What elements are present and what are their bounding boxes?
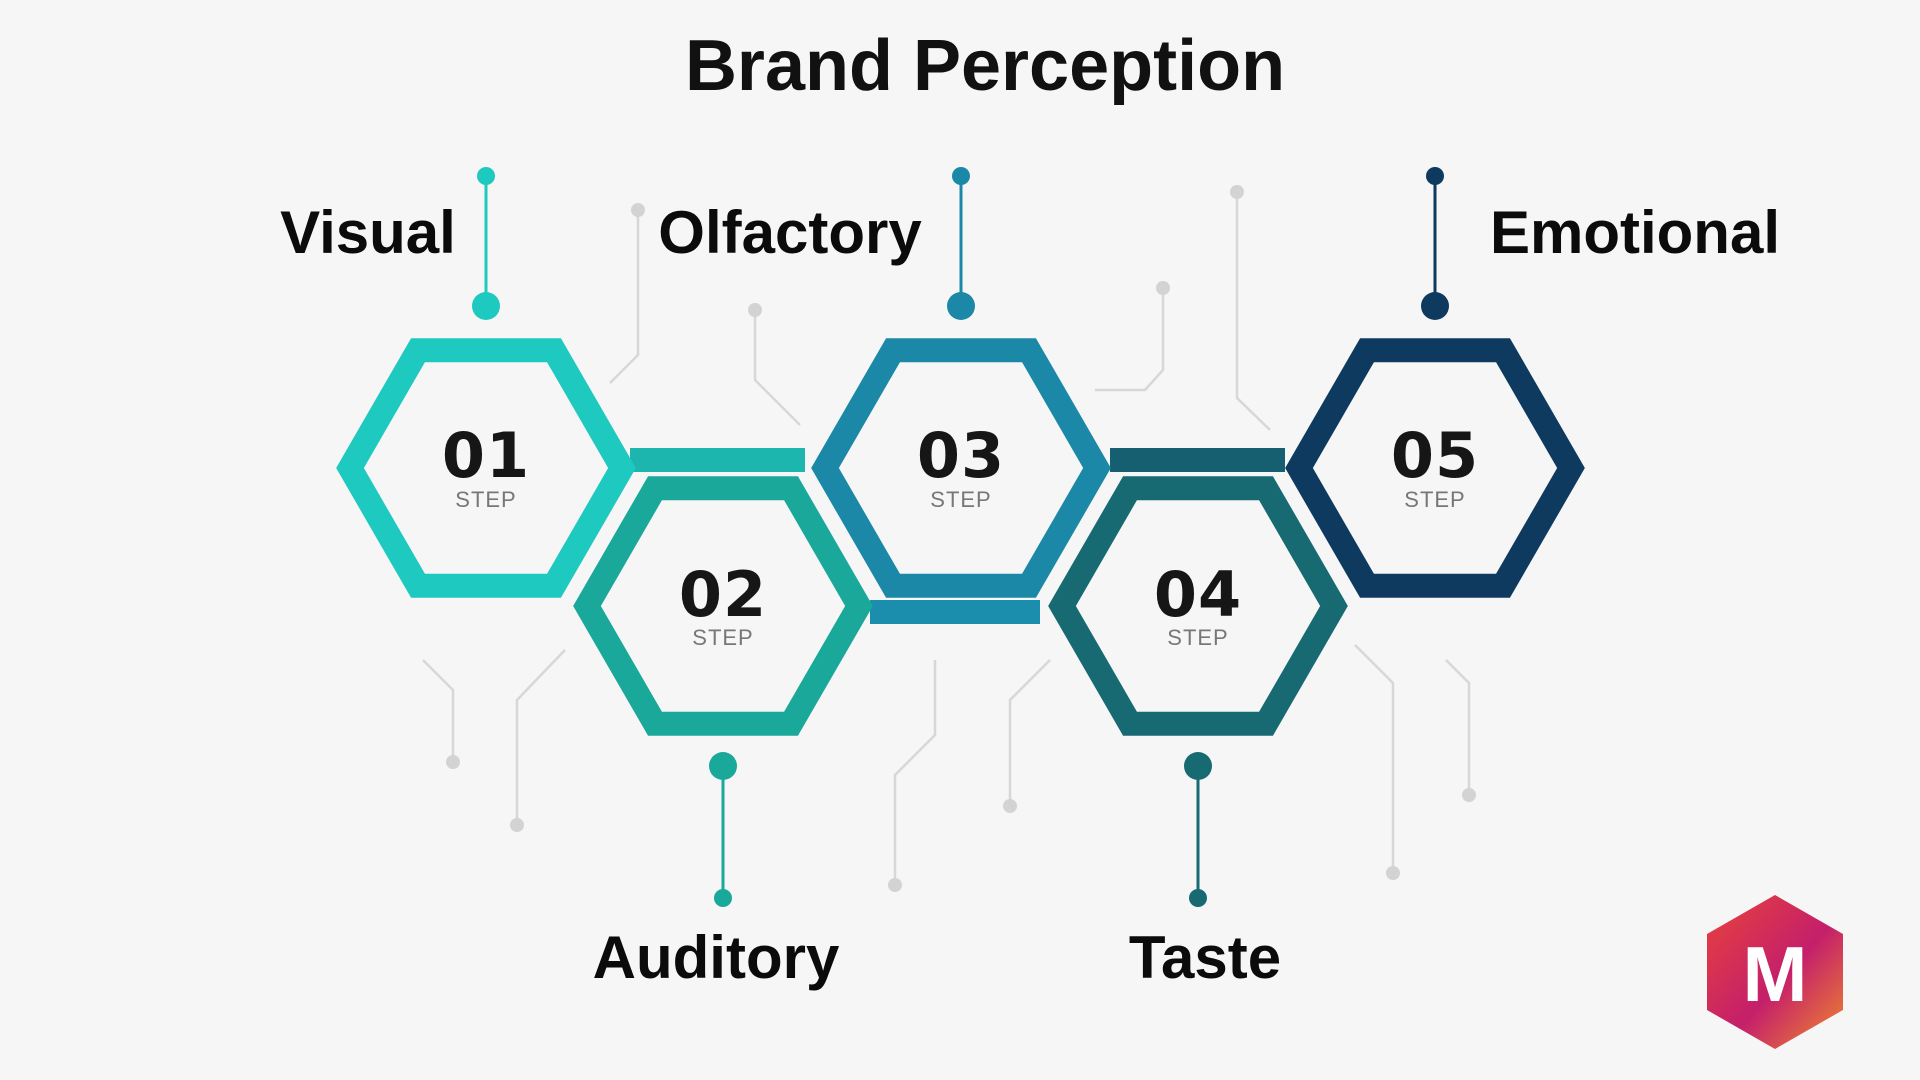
pin-dot-01 — [477, 167, 495, 185]
step-word-05: STEP — [1404, 487, 1465, 512]
label-olfactory: Olfactory — [658, 199, 922, 266]
circuit-trace — [515, 649, 566, 825]
step-number-02: 02 — [679, 558, 767, 631]
hexagon-step-03 — [811, 338, 1111, 598]
step-number-01: 01 — [442, 419, 530, 492]
circuit-traces — [422, 185, 1476, 892]
logo-hexagon — [1707, 895, 1843, 1049]
circuit-dot — [1462, 788, 1476, 802]
circuit-dot — [1156, 281, 1170, 295]
hexagon-step-05 — [1285, 338, 1585, 598]
step-word-04: STEP — [1167, 625, 1228, 650]
circuit-dot — [748, 303, 762, 317]
pin-dot-05 — [1426, 167, 1444, 185]
step-number-03: 03 — [917, 419, 1005, 492]
step-hexagons — [336, 338, 1585, 736]
circuit-trace — [422, 659, 455, 762]
hexagon-step-01 — [336, 338, 636, 598]
circuit-trace — [1235, 192, 1271, 431]
pin-anchor-02 — [709, 752, 737, 780]
pin-dot-02 — [714, 889, 732, 907]
connector-3-5 — [1110, 448, 1285, 472]
step-number-04: 04 — [1154, 558, 1242, 631]
label-visual: Visual — [280, 199, 456, 266]
step-numbers: 01 STEP 02 STEP 03 STEP 04 STEP 05 STEP — [442, 419, 1479, 650]
circuit-trace — [1008, 659, 1051, 806]
step-labels: Visual Auditory Olfactory Taste Emotiona… — [280, 199, 1780, 991]
circuit-trace — [1095, 288, 1165, 392]
step-word-03: STEP — [930, 487, 991, 512]
step-word-02: STEP — [692, 625, 753, 650]
pin-anchor-04 — [1184, 752, 1212, 780]
hexagon-step-04 — [1048, 476, 1348, 736]
connector-1-3 — [630, 448, 805, 472]
label-emotional: Emotional — [1490, 199, 1780, 266]
circuit-dot — [1230, 185, 1244, 199]
circuit-trace — [753, 310, 801, 426]
circuit-dot — [888, 878, 902, 892]
connector-2-4 — [870, 600, 1040, 624]
label-pins — [472, 167, 1449, 907]
circuit-trace — [893, 660, 937, 885]
pin-dot-04 — [1189, 889, 1207, 907]
circuit-trace — [609, 210, 640, 384]
circuit-dot — [1003, 799, 1017, 813]
pin-anchor-03 — [947, 292, 975, 320]
hexagon-step-02 — [573, 476, 873, 736]
step-number-05: 05 — [1391, 419, 1479, 492]
step-word-01: STEP — [455, 487, 516, 512]
brand-logo: M — [1707, 895, 1843, 1049]
hex-connectors — [630, 448, 1285, 624]
pin-anchor-05 — [1421, 292, 1449, 320]
circuit-trace — [1354, 644, 1395, 873]
label-auditory: Auditory — [593, 924, 840, 991]
label-taste: Taste — [1129, 924, 1281, 991]
circuit-dot — [1386, 866, 1400, 880]
circuit-trace — [1445, 659, 1471, 795]
logo-letter: M — [1743, 930, 1808, 1018]
diagram-title: Brand Perception — [685, 26, 1285, 106]
pin-anchor-01 — [472, 292, 500, 320]
pin-dot-03 — [952, 167, 970, 185]
circuit-dot — [446, 755, 460, 769]
circuit-dot — [510, 818, 524, 832]
circuit-dot — [631, 203, 645, 217]
